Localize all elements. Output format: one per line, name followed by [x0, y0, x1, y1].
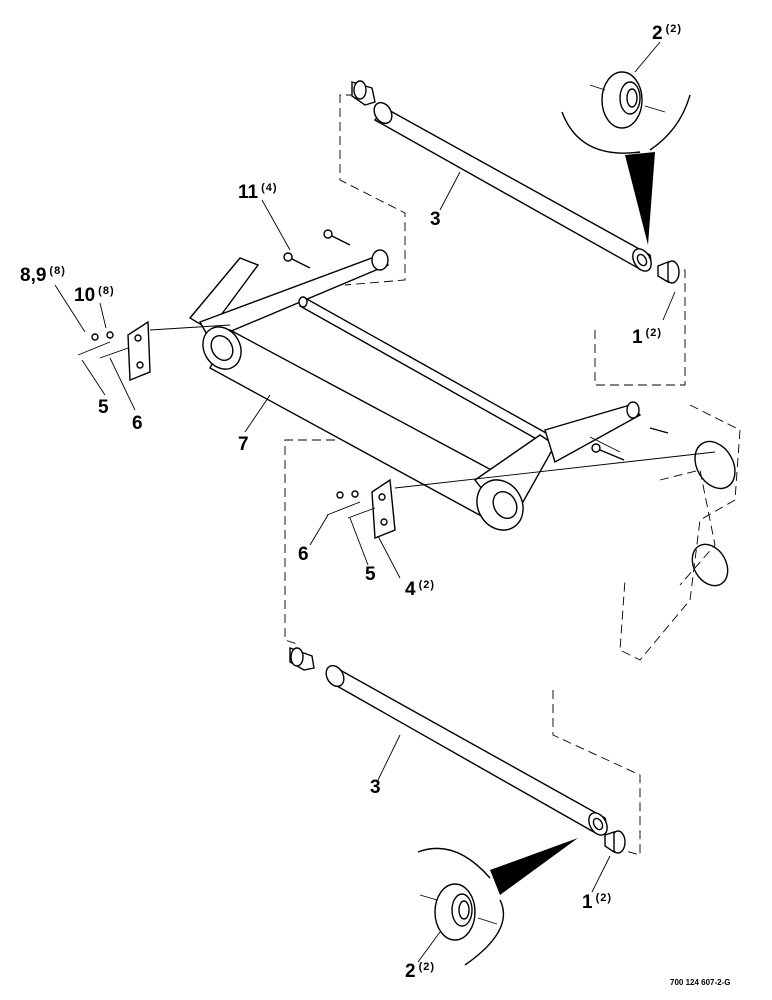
callout-number: 1 — [582, 892, 593, 913]
qty-value: 8 — [54, 265, 62, 277]
callout-bottom-cap: 2(2) — [405, 961, 436, 982]
top-bolts — [283, 229, 351, 269]
callout-bearing: 4(2) — [405, 579, 436, 600]
callout-qty: (2) — [645, 327, 663, 339]
callout-tube-7: 7 — [238, 434, 249, 455]
machine-frame-phantom — [619, 404, 741, 661]
qty-value: 2 — [423, 579, 431, 591]
callout-number: 4 — [405, 579, 416, 600]
frame-assembly — [188, 249, 642, 531]
qty-value: 2 — [423, 961, 431, 973]
callout-top-cap: 2(2) — [652, 23, 683, 44]
top-roller-end-cap-left — [351, 80, 376, 106]
callout-qty: (2) — [595, 892, 613, 904]
callout-number: 2 — [405, 961, 416, 982]
callout-left-bolt: 8,9(8) — [20, 265, 66, 286]
callout-mid-6: 6 — [298, 544, 309, 565]
top-roller-end-cap-right — [657, 260, 680, 284]
callout-mid-5: 5 — [365, 564, 376, 585]
center-bearing — [326, 451, 716, 540]
callout-top-bolt: 11(4) — [238, 182, 278, 203]
callout-qty: (2) — [418, 961, 436, 973]
callout-left-nut: 10(8) — [74, 285, 115, 306]
callout-qty: (2) — [665, 23, 683, 35]
qty-value: 2 — [650, 327, 658, 339]
callout-left-6: 6 — [132, 413, 143, 434]
drawing-code: 700 124 607-2-G — [670, 978, 731, 987]
callout-qty: (4) — [261, 182, 278, 194]
qty-value: 4 — [265, 182, 273, 194]
right-bolts — [589, 427, 669, 461]
qty-value: 2 — [670, 23, 678, 35]
callout-bottom-roller-end: 1(2) — [582, 892, 613, 913]
callout-number: 11 — [238, 182, 259, 203]
callout-top-roller-end: 1(2) — [632, 327, 663, 348]
callout-qty: (8) — [98, 285, 115, 297]
callout-number: 1 — [632, 327, 643, 348]
callout-top-roller: 3 — [430, 209, 441, 230]
top-roller — [373, 101, 652, 272]
callout-bottom-roller: 3 — [370, 777, 381, 798]
bottom-roller-end-cap-left — [289, 647, 315, 671]
callout-number: 8,9 — [20, 265, 47, 286]
leader-lines — [54, 41, 676, 963]
callout-number: 2 — [652, 23, 663, 44]
left-bearing — [77, 320, 231, 382]
callout-qty: (8) — [49, 265, 66, 277]
qty-value: 8 — [102, 285, 110, 297]
callout-left-5: 5 — [98, 397, 109, 418]
top-detail-view — [561, 71, 691, 245]
callout-qty: (2) — [418, 579, 436, 591]
bottom-roller — [325, 664, 608, 836]
callout-number: 10 — [74, 285, 96, 306]
qty-value: 2 — [600, 892, 608, 904]
bottom-roller-end-cap-right — [604, 830, 626, 854]
bottom-detail-view — [417, 838, 578, 966]
